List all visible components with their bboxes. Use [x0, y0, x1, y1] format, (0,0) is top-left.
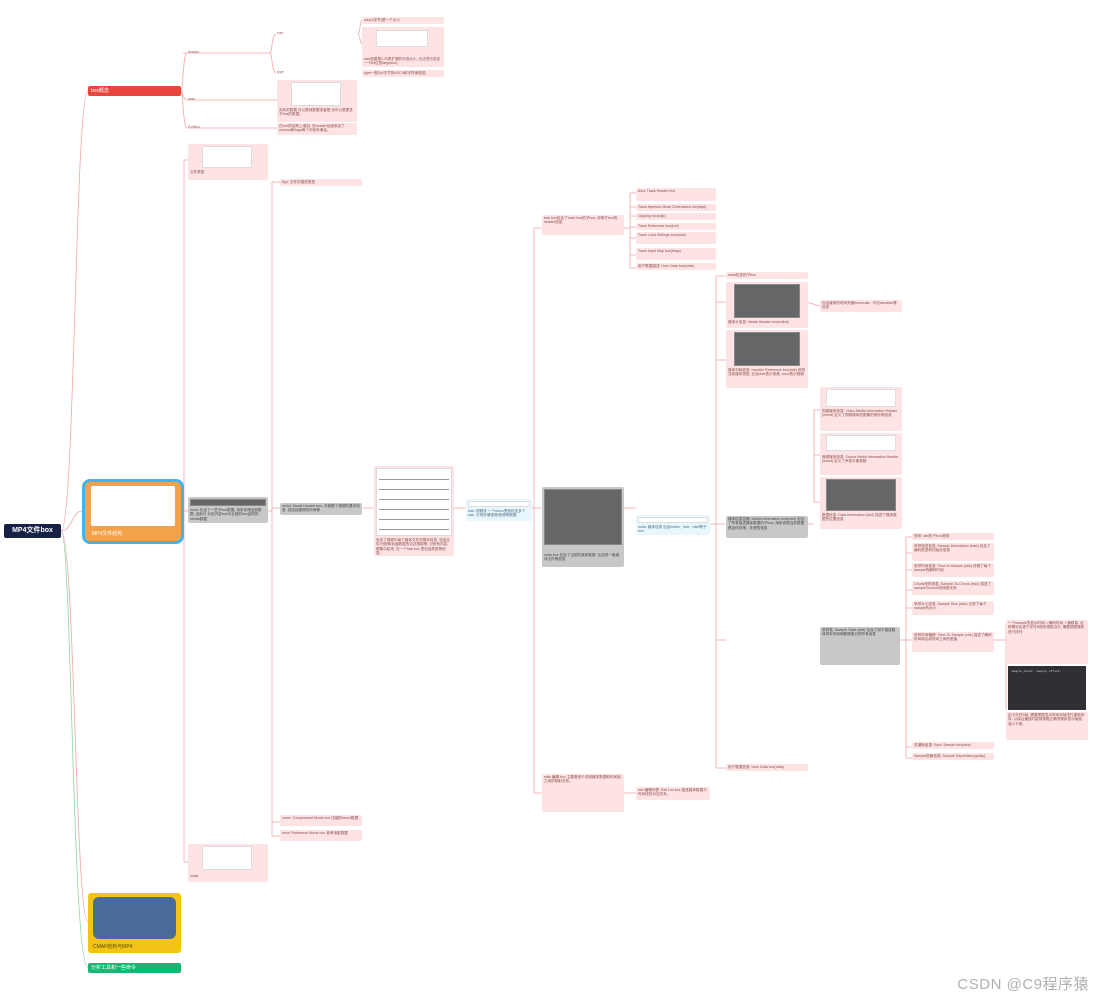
node-smhd-text: 音频媒体信息: Sound Media Information Header (…	[822, 455, 899, 464]
node-load[interactable]: Track Load Settings box(load)	[636, 232, 716, 244]
node-mdia-sub[interactable]: mdia包含的子box	[726, 272, 808, 279]
node-tkhd[interactable]: tkhd: Track Header box	[636, 188, 716, 201]
node-trak-table-text: 包含了视频中每个媒体文件的基本信息, 包括文件/分配和轨道数据的合法限制等, 对…	[376, 538, 450, 555]
mdia-image	[638, 517, 708, 523]
node-trak[interactable]: trak: 视频流 一个moov里面包含多个trak, 分别存储视频/音频等数据	[466, 499, 532, 521]
branch-tools[interactable]: 分析工具和一些命令	[88, 963, 181, 973]
node-fullbox-a[interactable]: 在box的结构上增加, 在header后面添加了version和flags两个字…	[277, 123, 357, 135]
node-data-a[interactable]: 实际的数据,可以是纯数据或者是,也可以是更多子box的数据。	[277, 80, 357, 122]
watermark: CSDN @C9程序猿	[957, 976, 1089, 993]
hdlr-image	[734, 332, 800, 366]
node-imap[interactable]: Track Input Map box(imap)	[636, 248, 716, 260]
node-dinf[interactable]: 数据信息: Data Information (dinf) 描述了媒体数据的位置…	[820, 477, 902, 529]
node-stsz[interactable]: 采样大小信息: Sample Size (stsz) 记录了每个sample的大…	[912, 601, 994, 615]
node-mdhd[interactable]: 媒体头信息: Media Header box(mdhd)	[726, 282, 808, 328]
trak-image	[468, 501, 530, 507]
mdia-table-image	[544, 489, 622, 545]
node-udta-minf[interactable]: 用户数据信息: User Data box(udta)	[726, 764, 808, 771]
node-sdtp[interactable]: Sample依赖信息: Sample Dependency(sdtp)	[912, 753, 994, 760]
node-stss[interactable]: 关键帧信息: Sync Sample box(stss)	[912, 742, 994, 749]
node-hdlr-text: 媒体句柄信息: Handler Reference box(hdlr) 说明当前…	[728, 368, 806, 377]
node-ctts-note2[interactable]: 由于存在B帧, 需要根据显示时间对帧进行重新排序, 以保证播放时能够按照正确的顺…	[1006, 712, 1088, 740]
node-elst[interactable]: elst 编辑列表: Edit List box 描述媒体数据与时间线的对应关系…	[636, 787, 710, 800]
node-moov[interactable]: moov 包含了一些子box数据, 用来存储全部数据, 这部分 对应内容box中…	[188, 497, 268, 523]
trak-table-image	[376, 468, 452, 536]
node-data-a-text: 实际的数据,可以是纯数据或者是,也可以是更多子box的数据。	[279, 108, 353, 117]
node-ftyp[interactable]: ftyp: 文件的描述类型	[280, 179, 362, 186]
node-size[interactable]: size	[277, 31, 284, 35]
node-minf[interactable]: 媒体信息容器: Media Information box(minf) 包含了所…	[726, 516, 808, 538]
structure-thumbnail	[91, 486, 175, 526]
node-vmhd[interactable]: 视频媒体信息: Video Media Information Header (…	[820, 387, 902, 431]
node-stsd[interactable]: 采样描述信息: Sample Description (stsd) 包含了编码类…	[912, 543, 994, 561]
node-smhd[interactable]: 音频媒体信息: Sound Media Information Header (…	[820, 433, 902, 475]
node-stbl-head[interactable]: 采样: stbl的子box说明	[912, 533, 994, 540]
node-mvhd[interactable]: mvhd: Movie Header box, 存储整个视频的基本信息, 包括创…	[280, 503, 362, 515]
branch-mp4-structure-label: MP4文件结构	[92, 531, 123, 537]
node-file-type-text: 文件类型	[190, 170, 205, 174]
node-mdia[interactable]: mdia: 媒体信息 包含mdhd、hdlr、minf等子box	[636, 515, 710, 535]
node-tkhd-group[interactable]: trak box包含了track box的子box, 说明子box的header…	[542, 215, 624, 235]
node-ctts[interactable]: 采样时间偏移: Time-To-Sample (ctts) 描述了解码时间和合成…	[912, 632, 994, 652]
node-trak-text: trak: 视频流 一个moov里面包含多个trak, 分别存储视频/音频等数据	[468, 509, 526, 518]
node-header[interactable]: header	[188, 50, 200, 54]
node-clip[interactable]: Clipping box(clip)	[636, 213, 716, 220]
node-trak-table[interactable]: 包含了视频中每个媒体文件的基本信息, 包括文件/分配和轨道数据的合法限制等, 对…	[374, 466, 454, 556]
node-tref[interactable]: Track Reference box(tref)	[636, 223, 716, 230]
mdat-image	[202, 846, 252, 870]
node-data[interactable]: data	[188, 97, 195, 101]
node-mdia-text: mdia: 媒体信息 包含mdhd、hdlr、minf等子box	[638, 525, 707, 534]
node-size-a[interactable]: size(4字节)是一个大小	[362, 17, 444, 24]
node-ctts-note[interactable]: 一个sample的显示时间 = 解码时间 + 偏移量, 这种情况出现于存在B帧的…	[1006, 620, 1088, 664]
node-stbl[interactable]: 采样表: Sample Table (stbl) 包含了用于描述媒体样本时间和数…	[820, 627, 900, 665]
vmhd-image	[826, 389, 896, 407]
node-rmra[interactable]: rmra: Reference Movie box 参考电影数据	[280, 830, 362, 841]
node-stsc[interactable]: Chunk采样信息: Sample-To-Chunk (stsc) 描述了sam…	[912, 581, 994, 595]
branch-cmaf[interactable]: CMAF结构与MP4	[88, 893, 181, 953]
node-fullbox[interactable]: FullBox	[188, 125, 200, 129]
node-size-b[interactable]: size如果是1,代表扩展的可选大小, 无法进行设定一个64位的largesiz…	[362, 27, 444, 67]
node-hdlr[interactable]: 媒体句柄信息: Handler Reference box(hdlr) 说明当前…	[726, 330, 808, 388]
node-udta-trak[interactable]: 用户数据描述: User Data box(udta)	[636, 263, 716, 270]
node-dinf-text: 数据信息: Data Information (dinf) 描述了媒体数据的位置…	[822, 513, 897, 522]
node-mdat-text: mdat	[190, 874, 198, 878]
dinf-image	[826, 479, 896, 511]
size-diagram-image	[376, 30, 428, 47]
branch-box-concept[interactable]: box概念	[88, 86, 181, 96]
node-mdia-intro-text: mdia box 包含了当前的媒体数据, 比如说一组媒体文件等信息	[544, 553, 620, 562]
moov-table-image	[190, 499, 266, 506]
file-type-image	[202, 146, 252, 168]
node-mdhd-note[interactable]: 包含媒体的时间刻度timescale、时长duration等信息	[820, 300, 902, 312]
smhd-image	[826, 435, 896, 451]
node-type-a[interactable]: type一般为4字节的ASCII码字符串描述。	[362, 70, 444, 77]
ctts-code-text: sample_count; sample_offset;	[1011, 670, 1062, 673]
node-cmov[interactable]: cmov: Compressed Movie box 压缩的moov数据	[280, 815, 362, 826]
node-mdhd-text: 媒体头信息: Media Header box(mdhd)	[728, 320, 789, 324]
node-size-b-text: size如果是1,代表扩展的可选大小, 无法进行设定一个64位的largesiz…	[364, 57, 441, 66]
data-diagram-image	[291, 82, 341, 106]
node-moov-text: moov 包含了一些子box数据, 用来存储全部数据, 这部分 对应内容box中…	[190, 508, 262, 521]
node-type[interactable]: type	[277, 70, 284, 74]
node-mdia-intro[interactable]: mdia box 包含了当前的媒体数据, 比如说一组媒体文件等信息	[542, 487, 624, 567]
node-vmhd-text: 视频媒体信息: Video Media Information Header (…	[822, 409, 898, 418]
root-node[interactable]: MP4文件box	[4, 524, 61, 538]
mdhd-image	[734, 284, 800, 318]
node-edts[interactable]: edts 编辑 box 主要是用于说明媒体数据和时间轴之间的映射关系。	[542, 774, 624, 812]
branch-mp4-structure[interactable]: MP4文件结构	[82, 479, 184, 544]
cmaf-thumbnail	[93, 897, 176, 939]
node-mdat[interactable]: mdat	[188, 844, 268, 882]
branch-cmaf-label: CMAF结构与MP4	[93, 944, 133, 950]
ctts-code-block: sample_count; sample_offset;	[1008, 666, 1086, 710]
node-stts[interactable]: 采样时间信息: Time-to-Sample (stts) 存储了每个sampl…	[912, 563, 994, 577]
node-file-type[interactable]: 文件类型	[188, 144, 268, 180]
node-tapt[interactable]: Track Aperture Mode Dimensions box(tapt)	[636, 204, 716, 211]
